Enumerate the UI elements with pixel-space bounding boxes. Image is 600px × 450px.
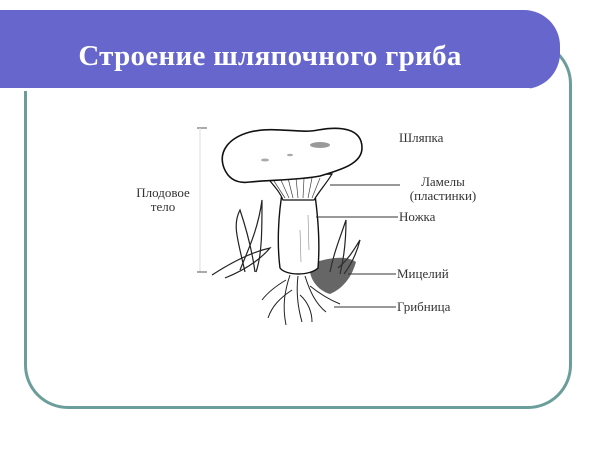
label-gills: Ламелы (пластинки) bbox=[398, 175, 488, 203]
label-gills-line2: (пластинки) bbox=[409, 188, 477, 203]
label-mycelium: Мицелий bbox=[397, 266, 449, 281]
title-banner: Строение шляпочного гриба bbox=[0, 10, 560, 91]
label-hyphae: Грибница bbox=[397, 299, 451, 314]
label-cap: Шляпка bbox=[399, 130, 444, 145]
stem-texture bbox=[299, 214, 310, 263]
label-fruiting-body: Плодовое тело bbox=[118, 186, 208, 214]
label-fruiting-body-line1: Плодовое bbox=[136, 185, 190, 200]
label-fruiting-body-line2: тело bbox=[150, 199, 176, 214]
gills-lines bbox=[271, 177, 321, 199]
leader-lines bbox=[316, 184, 400, 308]
slide-title: Строение шляпочного гриба bbox=[78, 40, 462, 72]
fruiting-body-bracket bbox=[197, 127, 207, 273]
soil-patch bbox=[310, 257, 356, 294]
label-gills-line1: Ламелы bbox=[421, 174, 465, 189]
label-stem: Ножка bbox=[399, 209, 436, 224]
title-underline bbox=[0, 88, 530, 91]
cap-texture bbox=[261, 142, 330, 162]
stem-shape bbox=[277, 187, 320, 275]
hyphae-icon bbox=[261, 274, 341, 326]
